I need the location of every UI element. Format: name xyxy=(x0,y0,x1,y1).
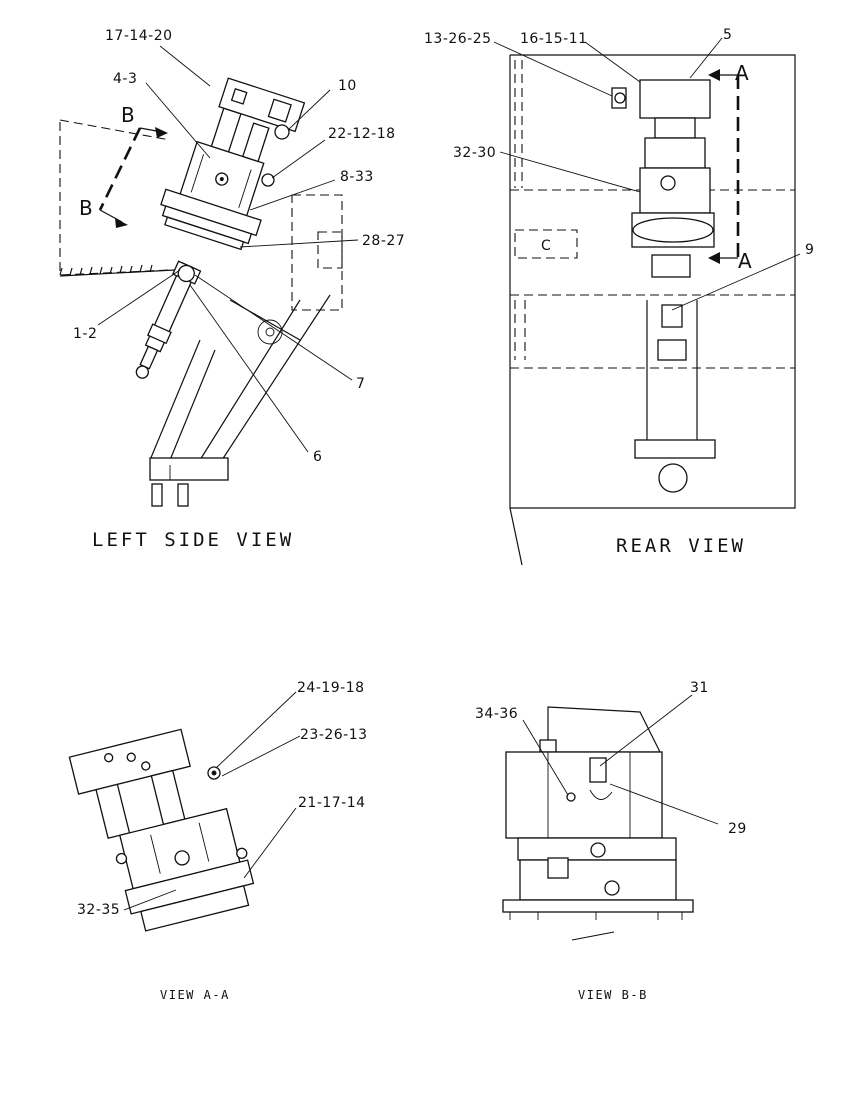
callout-8-33: 8-33 xyxy=(340,169,374,185)
rear-box-label: C xyxy=(541,238,551,254)
rear-view-title: REAR VIEW xyxy=(616,535,746,557)
left-side-view: B B 17-14-20 4-3 10 22-12-18 8-33 28-27 … xyxy=(59,28,405,551)
rear-view: C A A 13-26-25 16-15-11 xyxy=(424,27,814,566)
view-aa: 24-19-18 23-26-13 21-17-14 32-35 VIEW A-… xyxy=(68,680,368,1002)
callout-7: 7 xyxy=(356,376,365,392)
view-aa-title: VIEW A-A xyxy=(160,988,230,1002)
callout-4-3: 4-3 xyxy=(113,71,137,87)
section-marker-a-top: A xyxy=(735,61,749,85)
section-marker-a-bottom: A xyxy=(738,249,752,273)
callout-1-2: 1-2 xyxy=(73,326,97,342)
callout-23-26-13: 23-26-13 xyxy=(300,727,368,743)
section-marker-b-bottom: B xyxy=(79,196,93,220)
callout-22-12-18: 22-12-18 xyxy=(328,126,396,142)
callout-31: 31 xyxy=(690,680,709,696)
left-side-view-title: LEFT SIDE VIEW xyxy=(92,529,294,551)
callout-34-36: 34-36 xyxy=(475,706,518,722)
callout-29: 29 xyxy=(728,821,747,837)
callout-24-19-18: 24-19-18 xyxy=(297,680,365,696)
callout-21-17-14: 21-17-14 xyxy=(298,795,366,811)
view-bb: 34-36 31 29 VIEW B-B xyxy=(475,680,747,1002)
rear-box xyxy=(514,229,578,259)
view-bb-title: VIEW B-B xyxy=(578,988,648,1002)
callout-28-27: 28-27 xyxy=(362,233,405,249)
callout-17-14-20: 17-14-20 xyxy=(105,28,173,44)
callout-10: 10 xyxy=(338,78,357,94)
callout-16-15-11: 16-15-11 xyxy=(520,31,588,47)
callout-13-26-25: 13-26-25 xyxy=(424,31,492,47)
callout-9: 9 xyxy=(805,242,814,258)
callout-32-35: 32-35 xyxy=(77,902,120,918)
callout-5: 5 xyxy=(723,27,732,43)
section-marker-b-top: B xyxy=(121,103,135,127)
callout-6: 6 xyxy=(313,449,322,465)
callout-32-30: 32-30 xyxy=(453,145,496,161)
